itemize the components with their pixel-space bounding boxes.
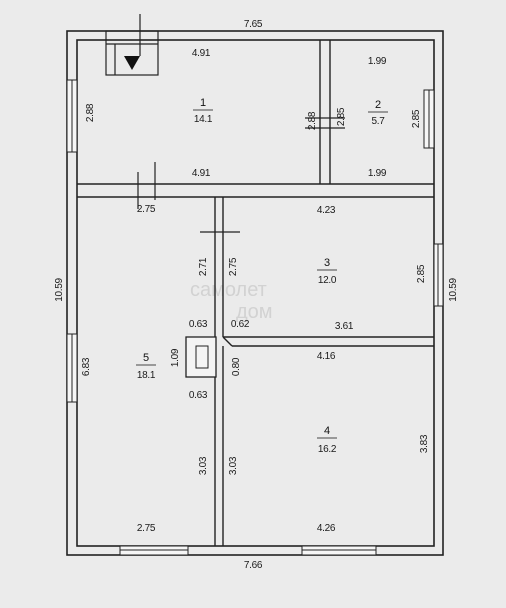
stove-dim-left: 1.09	[170, 348, 181, 367]
room-3-dim-left: 2.75	[228, 257, 239, 276]
stove	[185, 336, 217, 378]
room-3-number: 3	[324, 257, 330, 269]
room-5-dim-top: 2.75	[137, 204, 156, 215]
room-2-area: 5.7	[371, 116, 385, 127]
room-2-number: 2	[375, 99, 381, 111]
room-5-number: 5	[143, 352, 149, 364]
room-2-dim-right: 2.85	[411, 109, 422, 128]
room-3-dim-right: 2.85	[416, 264, 427, 283]
stove-dim-bottom: 0.63	[189, 390, 208, 401]
room-4-number: 4	[324, 425, 330, 437]
dim-outer-left: 10.59	[54, 278, 65, 302]
room-5-dim-bottom: 2.75	[137, 523, 156, 534]
room-4-dim-right: 3.83	[419, 434, 430, 453]
room-3-dim-top: 4.23	[317, 205, 336, 216]
door-markers	[137, 117, 345, 233]
stove-dims: 0.63 0.63 1.09 0.62	[170, 319, 250, 401]
watermark-line-2: дом	[236, 301, 273, 323]
room-1-dim-left: 2.88	[85, 103, 96, 122]
room-1: 1 14.1 4.91 4.91 2.88 2.88	[85, 48, 318, 179]
stove-dim-top: 0.63	[189, 319, 208, 330]
dim-outer-bottom: 7.66	[244, 560, 263, 571]
room-4: 4 16.2 4.16 4.26 3.83 0.80 3.03	[228, 351, 430, 534]
room-3-area: 12.0	[318, 275, 337, 286]
entrance	[105, 14, 159, 76]
room-2: 2 5.7 1.99 1.99 2.85 2.85	[336, 56, 422, 179]
room-1-area: 14.1	[194, 114, 213, 125]
room-5: 5 18.1 2.75 2.75 6.83 3.03	[81, 204, 209, 534]
room-4-area: 16.2	[318, 444, 337, 455]
room-4-dim-stove-side: 0.80	[231, 357, 242, 376]
room-5-dim-left: 6.83	[81, 357, 92, 376]
dim-outer-right: 10.59	[448, 278, 459, 302]
room-5-dim-right: 3.03	[198, 456, 209, 475]
room-3: 3 12.0 4.23 3.61 2.85 2.75 2.71	[198, 205, 427, 332]
room-1-dim-right: 2.88	[307, 111, 318, 130]
room-5-area: 18.1	[137, 370, 156, 381]
room-2-dim-bottom: 1.99	[368, 168, 387, 179]
room-4-dim-left: 3.03	[228, 456, 239, 475]
dim-outer-top: 7.65	[244, 19, 263, 30]
room-4-dim-bottom: 4.26	[317, 523, 336, 534]
room-4-dim-top: 4.16	[317, 351, 336, 362]
stove-inner	[195, 345, 209, 369]
stove-dim-right: 0.62	[231, 319, 250, 330]
room-2-dim-left: 2.85	[336, 107, 347, 126]
room-1-dim-bottom: 4.91	[192, 168, 211, 179]
room-1-dim-top: 4.91	[192, 48, 211, 59]
room-2-dim-top: 1.99	[368, 56, 387, 67]
room-1-number: 1	[200, 97, 206, 109]
windows	[66, 79, 444, 556]
watermark-line-1: самолет	[190, 279, 267, 301]
room-3-dim-bottom: 3.61	[335, 321, 354, 332]
room-3-dim-wall: 2.71	[198, 257, 209, 276]
entrance-arrow-icon	[124, 56, 140, 70]
